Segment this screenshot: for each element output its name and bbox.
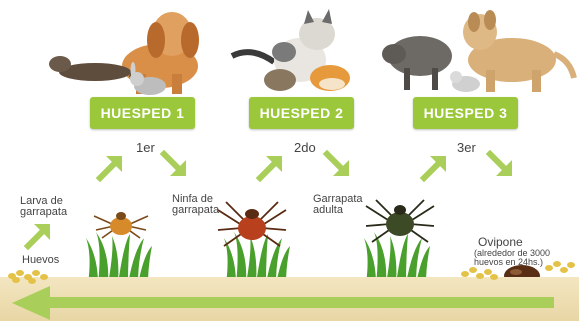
host-3-order: 3er (457, 140, 476, 155)
host-1-animals-illustration (40, 4, 210, 96)
host-1-label: HUESPED 1 (90, 97, 195, 129)
larva-label: Larva de garrapata (20, 196, 67, 218)
host-2-order: 2do (294, 140, 316, 155)
adult-label: Garrapata adulta (313, 194, 363, 216)
host-3-label: HUESPED 3 (413, 97, 518, 129)
eggs-cluster-icon (460, 264, 500, 282)
arrow-up-right-icon (256, 152, 286, 182)
cycle-return-arrow-icon (12, 286, 557, 320)
laying-title: Ovipone (478, 237, 523, 248)
host-1-order: 1er (136, 140, 155, 155)
eggs-cluster-icon (6, 266, 54, 284)
host-2-animals-illustration (222, 4, 372, 96)
arrow-up-right-icon (420, 152, 450, 182)
arrow-down-right-icon (160, 150, 190, 180)
eggs-label: Huevos (22, 255, 59, 266)
eggs-cluster-icon (544, 258, 576, 276)
host-3-animals-illustration (382, 4, 577, 96)
arrow-up-right-icon (96, 152, 126, 182)
arrow-down-right-icon (323, 150, 353, 180)
nymph-label: Ninfa de garrapata (172, 194, 219, 216)
tick-nymph-icon (214, 200, 290, 248)
arrow-down-right-icon (486, 150, 516, 180)
host-2-label: HUESPED 2 (249, 97, 354, 129)
tick-larva-icon (90, 204, 152, 242)
arrow-up-right-icon (24, 220, 54, 250)
tick-adult-icon (362, 198, 438, 244)
